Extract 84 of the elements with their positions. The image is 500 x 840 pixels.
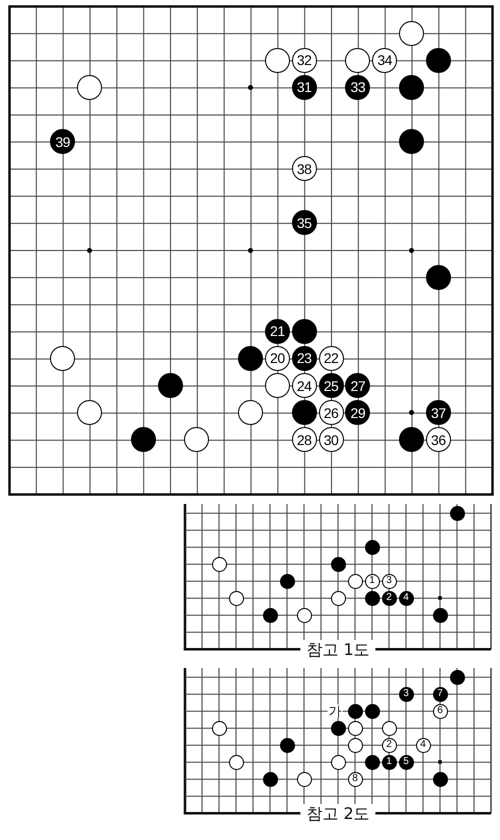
go-stone: 30 xyxy=(318,427,344,452)
go-stone xyxy=(280,738,294,753)
go-stone xyxy=(364,754,380,770)
go-stone xyxy=(77,400,102,426)
go-stone xyxy=(382,720,396,736)
go-stone: 2 xyxy=(382,738,396,753)
go-stone: 23 xyxy=(292,346,317,371)
go-stone xyxy=(228,754,244,770)
go-stone xyxy=(264,48,290,73)
go-stone xyxy=(450,670,464,685)
diagram-caption: 참고 1도 xyxy=(300,640,376,659)
go-stone xyxy=(426,48,451,73)
go-stone xyxy=(292,318,317,344)
go-stone xyxy=(348,738,362,753)
go-stone xyxy=(292,400,317,426)
go-stone xyxy=(348,574,362,589)
go-stone xyxy=(399,129,424,154)
go-stone xyxy=(364,590,380,606)
go-stone: 27 xyxy=(345,373,370,398)
go-stone xyxy=(280,574,294,589)
go-board xyxy=(8,4,494,496)
go-stone: 6 xyxy=(432,704,448,719)
go-stone xyxy=(296,608,312,623)
go-stone xyxy=(330,556,346,572)
go-stone: 31 xyxy=(292,74,317,100)
go-board xyxy=(182,504,494,660)
go-stone: 3 xyxy=(382,574,396,589)
go-stone xyxy=(50,346,76,371)
go-stone xyxy=(238,346,263,371)
go-stone: 28 xyxy=(292,427,317,452)
go-stone: 34 xyxy=(372,48,398,73)
point-label: 가 xyxy=(328,704,342,718)
go-stone: 36 xyxy=(426,427,451,452)
go-stone: 2 xyxy=(382,590,396,606)
go-stone xyxy=(264,373,290,398)
go-stone: 3 xyxy=(398,686,414,702)
go-stone: 21 xyxy=(264,318,290,344)
go-stone xyxy=(364,540,380,555)
go-stone xyxy=(432,772,448,787)
go-stone xyxy=(184,427,210,452)
go-stone: 1 xyxy=(382,754,396,770)
go-stone xyxy=(399,20,424,46)
go-stone xyxy=(158,373,182,398)
go-stone: 32 xyxy=(292,48,317,73)
go-stone: 33 xyxy=(345,74,370,100)
go-stone xyxy=(399,427,424,452)
go-stone: 38 xyxy=(292,156,317,182)
go-stone xyxy=(212,720,226,736)
go-stone xyxy=(228,590,244,606)
go-stone: 29 xyxy=(345,400,370,426)
go-stone xyxy=(330,720,346,736)
go-stone xyxy=(330,590,346,606)
go-stone xyxy=(450,506,464,521)
go-stone xyxy=(262,608,278,623)
go-stone: 7 xyxy=(432,686,448,702)
go-stone: 39 xyxy=(50,129,76,154)
go-stone: 26 xyxy=(318,400,344,426)
go-stone xyxy=(238,400,263,426)
go-stone: 35 xyxy=(292,210,317,236)
go-stone xyxy=(77,74,102,100)
go-stone xyxy=(348,720,362,736)
go-stone xyxy=(262,772,278,787)
go-stone xyxy=(432,608,448,623)
go-stone: 1 xyxy=(364,574,380,589)
go-stone xyxy=(426,264,451,290)
diagram-caption: 참고 2도 xyxy=(300,804,376,823)
go-stone xyxy=(212,556,226,572)
go-stone: 22 xyxy=(318,346,344,371)
go-stone xyxy=(364,704,380,719)
go-stone xyxy=(130,427,156,452)
go-stone xyxy=(348,704,362,719)
go-stone: 8 xyxy=(348,772,362,787)
go-stone xyxy=(399,74,424,100)
go-stone: 37 xyxy=(426,400,451,426)
go-stone: 25 xyxy=(318,373,344,398)
go-stone xyxy=(330,754,346,770)
go-stone: 24 xyxy=(292,373,317,398)
go-stone xyxy=(296,772,312,787)
go-stone xyxy=(345,48,370,73)
go-stone: 4 xyxy=(416,738,430,753)
go-stone: 5 xyxy=(398,754,414,770)
go-board xyxy=(182,668,494,824)
go-stone: 20 xyxy=(264,346,290,371)
go-stone: 4 xyxy=(398,590,414,606)
